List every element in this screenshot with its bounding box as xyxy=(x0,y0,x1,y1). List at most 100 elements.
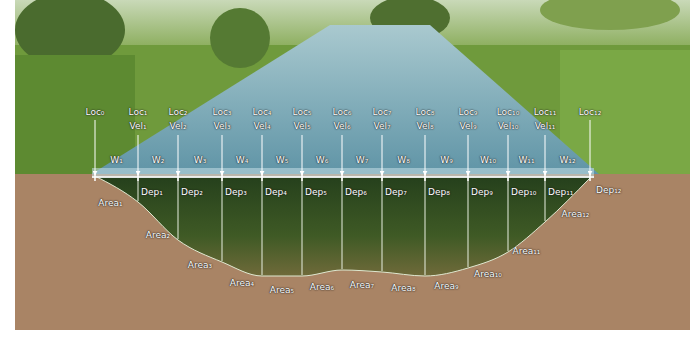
depth-line xyxy=(302,177,303,275)
depth-line xyxy=(545,177,546,221)
station-arrow xyxy=(342,135,343,175)
width-label: W₂ xyxy=(152,156,165,165)
depth-line xyxy=(468,177,469,267)
station-arrow xyxy=(302,135,303,175)
tree xyxy=(540,0,680,30)
depth-label: Dep₁₀ xyxy=(511,188,536,197)
location-label: Loc₅ xyxy=(293,108,312,117)
velocity-label: Vel₆ xyxy=(333,122,350,131)
velocity-label: Vel₅ xyxy=(293,122,310,131)
width-label: W₈ xyxy=(397,156,410,165)
station-arrow xyxy=(95,120,96,175)
depth-line xyxy=(425,177,426,275)
location-label: Loc₁₀ xyxy=(497,108,520,117)
depth-label: Dep₅ xyxy=(305,188,327,197)
area-label: Area₆ xyxy=(310,283,334,292)
depth-label: Dep₃ xyxy=(225,188,247,197)
location-label: Loc₀ xyxy=(86,108,105,117)
width-label: W₁ xyxy=(110,156,123,165)
depth-line xyxy=(178,177,179,239)
width-label: W₃ xyxy=(194,156,207,165)
velocity-label: Vel₈ xyxy=(416,122,433,131)
tape-line xyxy=(92,176,594,178)
depth-label: Dep₁₂ xyxy=(596,186,621,195)
station-arrow xyxy=(545,135,546,175)
area-label: Area₇ xyxy=(350,281,374,290)
width-label: W₇ xyxy=(356,156,369,165)
depth-label: Dep₈ xyxy=(428,188,450,197)
station-arrow xyxy=(178,135,179,175)
tape-tick xyxy=(301,173,303,181)
area-label: Area₈ xyxy=(391,284,415,293)
area-label: Area₁₁ xyxy=(513,247,541,256)
width-label: W₉ xyxy=(440,156,453,165)
velocity-label: Vel₄ xyxy=(253,122,270,131)
area-label: Area₁₂ xyxy=(562,210,590,219)
velocity-label: Vel₉ xyxy=(459,122,476,131)
tape-tick xyxy=(381,173,383,181)
area-label: Area₁ xyxy=(98,199,122,208)
tape-tick xyxy=(589,173,591,181)
tape-tick xyxy=(467,173,469,181)
depth-label: Dep₉ xyxy=(471,188,493,197)
depth-label: Dep₄ xyxy=(265,188,287,197)
tape-tick xyxy=(94,173,96,181)
tape-tick xyxy=(261,173,263,181)
depth-label: Dep₁₁ xyxy=(548,188,573,197)
location-label: Loc₈ xyxy=(416,108,435,117)
station-arrow xyxy=(382,135,383,175)
width-label: W₁₂ xyxy=(559,156,575,165)
location-label: Loc₁₂ xyxy=(579,108,602,117)
velocity-label: Vel₂ xyxy=(169,122,186,131)
width-label: W₁₀ xyxy=(480,156,496,165)
width-label: W₁₁ xyxy=(518,156,534,165)
tape-tick xyxy=(221,173,223,181)
velocity-label: Vel₁ xyxy=(129,122,146,131)
location-label: Loc₄ xyxy=(253,108,272,117)
location-label: Loc₃ xyxy=(213,108,232,117)
tape-tick xyxy=(341,173,343,181)
location-label: Loc₂ xyxy=(169,108,188,117)
width-label: W₅ xyxy=(276,156,289,165)
station-arrow xyxy=(222,135,223,175)
depth-label: Dep₆ xyxy=(345,188,367,197)
tape-tick xyxy=(424,173,426,181)
velocity-label: Vel₇ xyxy=(373,122,390,131)
tape-tick xyxy=(507,173,509,181)
river xyxy=(90,25,600,175)
soil xyxy=(15,174,690,330)
area-label: Area₄ xyxy=(230,279,254,288)
tape-tick xyxy=(137,173,139,181)
station-arrow xyxy=(468,135,469,175)
area-label: Area₃ xyxy=(188,261,212,270)
width-label: W₄ xyxy=(236,156,249,165)
channel-profile xyxy=(95,176,590,276)
depth-label: Dep₁ xyxy=(141,188,163,197)
width-label: W₆ xyxy=(316,156,329,165)
tape-tick xyxy=(177,173,179,181)
tree xyxy=(210,8,270,68)
area-label: Area₅ xyxy=(270,286,294,295)
water-surface xyxy=(92,168,594,178)
depth-line xyxy=(342,177,343,269)
depth-line xyxy=(382,177,383,271)
area-label: Area₂ xyxy=(146,231,170,240)
station-arrow xyxy=(508,135,509,175)
station-arrow xyxy=(590,120,591,175)
location-label: Loc₉ xyxy=(459,108,478,117)
area-label: Area₁₀ xyxy=(474,270,502,279)
grass xyxy=(560,50,690,175)
tape-tick xyxy=(544,173,546,181)
station-arrow xyxy=(262,135,263,175)
depth-label: Dep₂ xyxy=(181,188,203,197)
depth-line xyxy=(262,177,263,275)
velocity-label: Vel₁₀ xyxy=(498,122,519,131)
station-arrow xyxy=(138,135,139,175)
area-label: Area₉ xyxy=(434,282,458,291)
location-label: Loc₇ xyxy=(373,108,392,117)
depth-label: Dep₇ xyxy=(385,188,407,197)
station-arrow xyxy=(425,135,426,175)
location-label: Loc₆ xyxy=(333,108,352,117)
location-label: Loc₁ xyxy=(129,108,148,117)
